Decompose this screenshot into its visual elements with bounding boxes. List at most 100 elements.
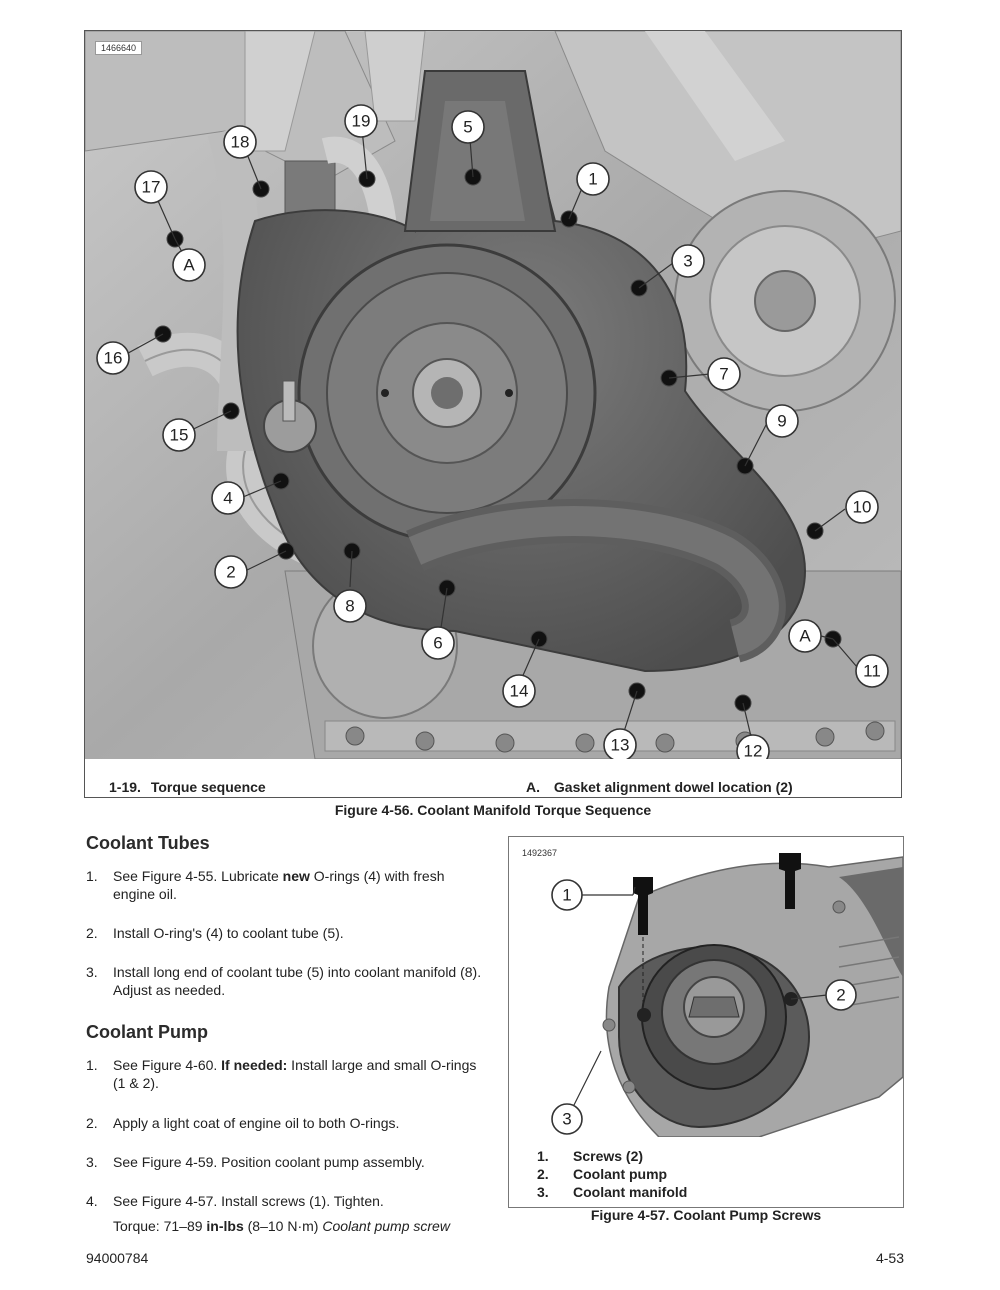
callout-16: 16 bbox=[96, 341, 130, 375]
step-text-part: Install large and small O-rings (1 & 2). bbox=[113, 1057, 477, 1091]
coolant-pump-step-4: 4. See Figure 4-57. Install screws (1). … bbox=[86, 1192, 486, 1210]
svg-text:15: 15 bbox=[170, 426, 189, 445]
legend-number: 2. bbox=[537, 1166, 549, 1182]
svg-text:1: 1 bbox=[562, 886, 571, 905]
coolant-tubes-step-2: 2. Install O-ring's (4) to coolant tube … bbox=[86, 924, 486, 942]
legend-item-coolant-pump: 2. Coolant pump bbox=[537, 1166, 667, 1182]
callout-11: 11 bbox=[855, 654, 889, 688]
svg-text:13: 13 bbox=[611, 736, 630, 755]
svg-text:4: 4 bbox=[223, 489, 232, 508]
legend-letter: A. bbox=[526, 779, 540, 795]
svg-text:17: 17 bbox=[142, 178, 161, 197]
photo-id: 1466640 bbox=[95, 41, 143, 55]
callout-6: 6 bbox=[421, 626, 455, 660]
callout-13: 13 bbox=[603, 728, 637, 759]
callout-1: 1 bbox=[576, 162, 610, 196]
callout-5: 5 bbox=[451, 110, 485, 144]
legend-text: Gasket alignment dowel location (2) bbox=[553, 779, 793, 795]
page-number: 4-53 bbox=[875, 1250, 904, 1266]
callout-1: 1 bbox=[551, 879, 583, 911]
legend-text: Coolant pump bbox=[573, 1166, 668, 1182]
callout-2: 2 bbox=[214, 555, 248, 589]
document-number: 94000784 bbox=[86, 1250, 149, 1266]
callout-17: 17 bbox=[134, 170, 168, 204]
step-number: 2. bbox=[86, 1115, 98, 1131]
coolant-pump-step-1: 1. See Figure 4-60. If needed: Install l… bbox=[86, 1056, 486, 1092]
svg-text:3: 3 bbox=[562, 1110, 571, 1129]
callout-9: 9 bbox=[765, 404, 799, 438]
callout-A-right: A bbox=[788, 619, 822, 653]
svg-text:7: 7 bbox=[719, 365, 728, 384]
torque-metric: (8–10 N·m) bbox=[243, 1218, 323, 1234]
svg-text:12: 12 bbox=[744, 742, 763, 760]
coolant-pump-step-2: 2. Apply a light coat of engine oil to b… bbox=[86, 1114, 486, 1132]
coolant-tubes-step-1: 1. See Figure 4-55. Lubricate new O-ring… bbox=[86, 867, 486, 903]
callout-12: 12 bbox=[736, 734, 770, 760]
callout-19: 19 bbox=[344, 104, 378, 138]
callout-8: 8 bbox=[333, 589, 367, 623]
step-text-bold: If needed: bbox=[221, 1057, 288, 1073]
callout-4: 4 bbox=[211, 481, 245, 515]
engine-photo: 1 2 3 4 5 6 7 8 9 10 11 12 13 14 15 16 1… bbox=[85, 31, 901, 759]
callout-3: 3 bbox=[671, 244, 705, 278]
svg-text:6: 6 bbox=[433, 634, 442, 653]
step-number: 1. bbox=[86, 1057, 98, 1073]
step-text: See Figure 4-57. Install screws (1). Tig… bbox=[113, 1193, 384, 1209]
figure-coolant-manifold: 1 2 3 4 5 6 7 8 9 10 11 12 13 14 15 16 1… bbox=[84, 30, 902, 798]
svg-text:14: 14 bbox=[510, 682, 529, 701]
figure-title-top: Figure 4-56. Coolant Manifold Torque Seq… bbox=[334, 802, 652, 818]
step-text-part: See Figure 4-60. bbox=[113, 1057, 222, 1073]
svg-text:2: 2 bbox=[836, 986, 845, 1005]
step-number: 3. bbox=[86, 1154, 98, 1170]
legend-text: Coolant manifold bbox=[573, 1184, 688, 1200]
legend-item-screws: 1.Screws (2) bbox=[537, 1148, 643, 1164]
torque-spec: Torque: 71–89 in-lbs (8–10 N·m) Coolant … bbox=[113, 1218, 450, 1234]
svg-text:1: 1 bbox=[588, 170, 597, 189]
step-number: 2. bbox=[86, 925, 98, 941]
svg-text:5: 5 bbox=[463, 118, 472, 137]
figure-coolant-pump-screws: 1 2 3 1492367 1.Screws (2) 2. Coolant pum… bbox=[508, 836, 904, 1208]
svg-text:16: 16 bbox=[104, 349, 123, 368]
legend-item-torque-sequence: 1-19. Torque sequence bbox=[109, 779, 266, 795]
svg-text:A: A bbox=[183, 256, 195, 275]
step-text-part: O-rings (4) with fresh engine oil. bbox=[113, 868, 445, 902]
callout-15: 15 bbox=[162, 418, 196, 452]
heading-coolant-tubes: Coolant Tubes bbox=[86, 833, 210, 853]
legend-number: 3. bbox=[537, 1184, 549, 1200]
step-text: See Figure 4-60. If needed: Install larg… bbox=[113, 1056, 486, 1092]
svg-text:3: 3 bbox=[683, 252, 692, 271]
step-text: Install long end of coolant tube (5) int… bbox=[113, 964, 482, 998]
svg-text:A: A bbox=[799, 627, 811, 646]
step-text: See Figure 4-55. Lubricate new O-rings (… bbox=[113, 867, 486, 903]
coolant-tubes-step-3: 3. Install long end of coolant tube (5) … bbox=[86, 963, 486, 999]
svg-text:2: 2 bbox=[226, 563, 235, 582]
step-text-bold: new bbox=[282, 868, 310, 884]
legend-item-dowel: A. Gasket alignment dowel location (2) bbox=[526, 779, 793, 795]
photo-id: 1492367 bbox=[522, 848, 558, 858]
svg-text:11: 11 bbox=[863, 662, 881, 681]
svg-text:18: 18 bbox=[231, 133, 250, 152]
torque-fastener-name: Coolant pump screw bbox=[322, 1218, 450, 1234]
legend-number: 1-19. bbox=[109, 779, 141, 795]
svg-text:10: 10 bbox=[853, 498, 872, 517]
step-text: Install O-ring's (4) to coolant tube (5)… bbox=[113, 925, 344, 941]
callout-7: 7 bbox=[707, 357, 741, 391]
pump-photo: 1 2 3 bbox=[509, 837, 903, 1137]
step-text: Apply a light coat of engine oil to both… bbox=[113, 1115, 400, 1131]
callout-14: 14 bbox=[502, 674, 536, 708]
torque-unit: in-lbs bbox=[206, 1218, 244, 1234]
step-number: 3. bbox=[86, 964, 98, 980]
step-text-part: See Figure 4-55. Lubricate bbox=[113, 868, 283, 884]
callout-10: 10 bbox=[845, 490, 879, 524]
callout-2: 2 bbox=[825, 979, 857, 1011]
callout-3: 3 bbox=[551, 1103, 583, 1135]
callout-A-left: A bbox=[172, 248, 206, 282]
svg-text:19: 19 bbox=[352, 112, 371, 131]
heading-coolant-pump: Coolant Pump bbox=[86, 1022, 208, 1042]
step-number: 4. bbox=[86, 1193, 98, 1209]
svg-text:9: 9 bbox=[777, 412, 786, 431]
legend-item-coolant-manifold: 3. Coolant manifold bbox=[537, 1184, 687, 1200]
coolant-pump-step-3: 3. See Figure 4-59. Position coolant pum… bbox=[86, 1153, 486, 1171]
figure-title-bottom: Figure 4-57. Coolant Pump Screws bbox=[590, 1207, 822, 1223]
svg-text:8: 8 bbox=[345, 597, 354, 616]
